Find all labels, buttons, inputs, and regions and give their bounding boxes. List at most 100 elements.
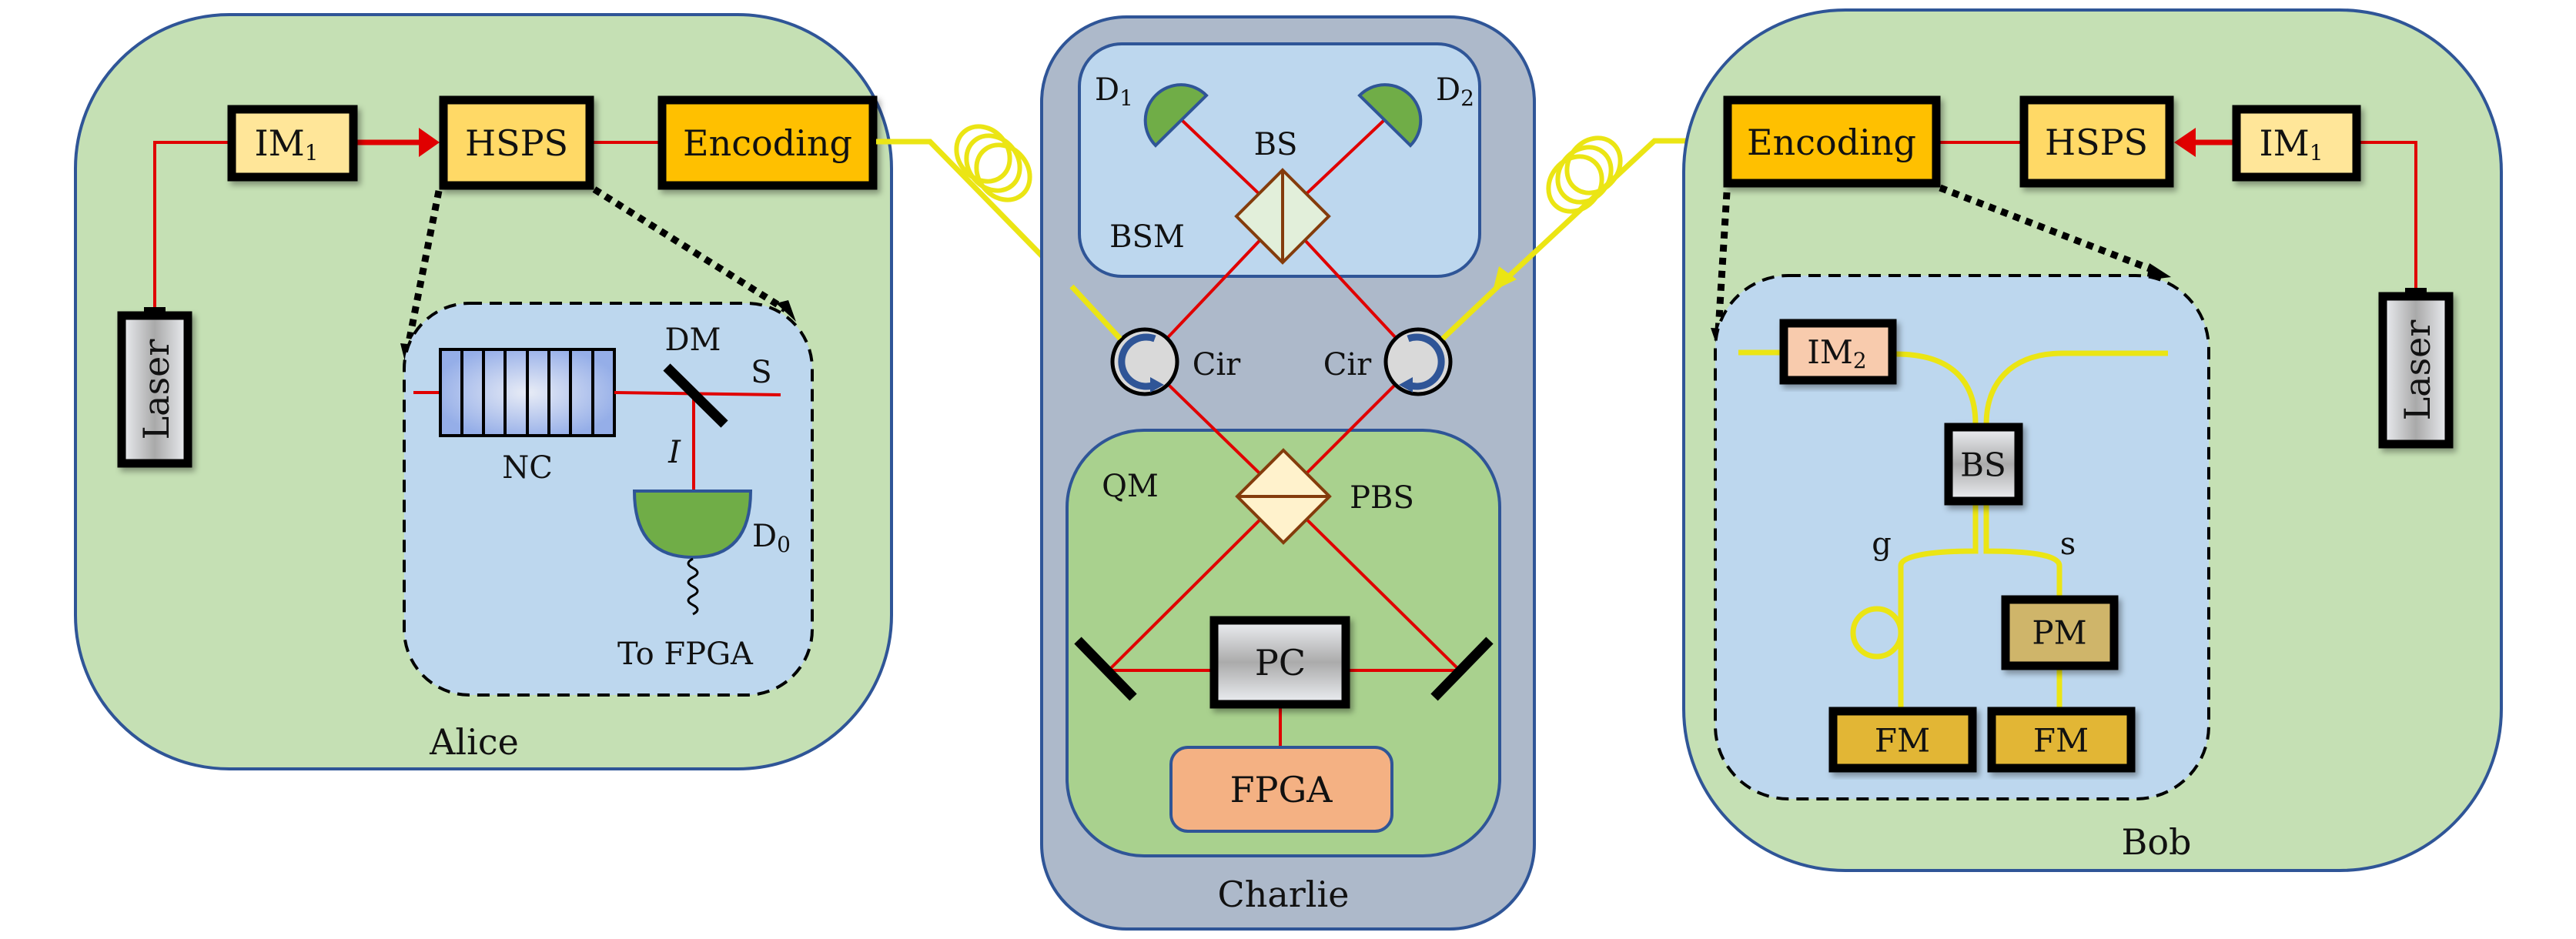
idler-label: I [667, 435, 681, 470]
charlie-title: Charlie [1218, 874, 1350, 915]
bsm-beam-splitter[interactable] [1234, 168, 1331, 265]
signal-label: S [751, 355, 771, 390]
bob-fiber-arm-g [1898, 504, 1979, 707]
circulator-left-arrowhead-icon [1150, 377, 1164, 393]
arm-g-label: g [1872, 526, 1892, 562]
qm-title: QM [1102, 469, 1159, 504]
alice-hsps-box[interactable]: HSPS [439, 95, 594, 190]
bob-im2-box[interactable]: IM2 [1779, 319, 1897, 385]
bob-encoding-detail: IM2 BS g s PM FM FM [1714, 274, 2210, 800]
bob-fiber-arrow-icon [1493, 266, 1517, 291]
circulator-right-arrowhead-icon [1399, 377, 1413, 393]
bs-label: BS [1254, 127, 1298, 162]
charlie-panel: D1 D2 BS BSM QM PBS [1040, 15, 1536, 931]
alice-laser[interactable]: Laser [117, 307, 192, 468]
bob-im1-label: IM1 [2259, 122, 2323, 165]
bob-fiber-bs-out [1983, 350, 2168, 425]
bob-im2-label: IM2 [1807, 333, 1866, 373]
bob-im1-rect [2232, 105, 2361, 182]
arm-s-label: s [2060, 526, 2076, 562]
fiber-into-cir-right [1440, 284, 1500, 341]
bob-im2-rect [1779, 319, 1897, 385]
alice-encoding-label: Encoding [683, 122, 852, 164]
pbs-label: PBS [1350, 480, 1414, 516]
alice-fiber-spool-icon [954, 124, 1032, 202]
circulator-right-label: Cir [1323, 347, 1372, 383]
alice-im1-box[interactable]: IM1 [227, 105, 358, 182]
d0-label: D0 [752, 519, 791, 557]
detector-d0[interactable] [632, 490, 753, 560]
fpga-label: FPGA [1230, 769, 1333, 810]
qm-mirror-right[interactable] [1430, 637, 1494, 701]
qm-mirror-left[interactable] [1074, 637, 1137, 701]
d2-label: D2 [1436, 72, 1474, 111]
bob-fiber-spool-icon [1546, 135, 1623, 214]
bob-fiber-arm-s [1983, 504, 2062, 596]
alice-title: Alice [429, 721, 519, 763]
laser-terminal [144, 307, 166, 315]
bob-fm-left-label: FM [1875, 722, 1930, 760]
alice-hsps-detail: NC DM S I D0 To FPGA [403, 302, 814, 697]
fpga-box[interactable]: FPGA [1169, 746, 1393, 833]
bob-fm-left-box[interactable]: FM [1828, 707, 1977, 773]
pc-label: PC [1255, 642, 1306, 683]
detector-d2[interactable] [1357, 83, 1423, 148]
dm-label: DM [664, 322, 721, 358]
laser-body [117, 311, 192, 468]
bob-encoding-box[interactable]: Encoding [1723, 95, 1941, 188]
nonlinear-crystal[interactable] [439, 348, 616, 437]
alice-hsps-rect [439, 95, 594, 190]
circulator-left[interactable] [1110, 327, 1179, 396]
alice-zoom-arrow-left [404, 190, 443, 347]
bob-encoding-label: Encoding [1747, 122, 1916, 163]
signal-wire [687, 557, 699, 616]
bob-fm-right-box[interactable]: FM [1987, 707, 2136, 773]
fiber-into-cir-left [1069, 284, 1122, 341]
alice-zoom-arrow-right [592, 186, 788, 312]
detector-d1[interactable] [1143, 83, 1209, 148]
alice-panel: Laser IM1 HSPS Encoding [74, 13, 893, 770]
alice-im1-rect [227, 105, 358, 182]
bob-hsps-box[interactable]: HSPS [2019, 95, 2174, 188]
delay-loop-icon [1850, 606, 1904, 660]
dichroic-mirror[interactable] [663, 363, 728, 428]
bob-hsps-rect [2019, 95, 2174, 188]
bob-laser-label: Laser [2397, 320, 2438, 421]
bob-im1-box[interactable]: IM1 [2232, 105, 2361, 182]
circulator-right-rotate-icon [1407, 333, 1445, 390]
bob-panel: Laser IM1 HSPS Encoding [1682, 8, 2503, 872]
bob-pm-label: PM [2032, 614, 2086, 652]
laser-body [2378, 292, 2454, 449]
pbs[interactable] [1235, 448, 1332, 545]
bob-pm-rect [2001, 595, 2119, 670]
circulator-left-label: Cir [1193, 347, 1241, 383]
bob-title: Bob [2122, 821, 2192, 863]
circulator-left-rotate-icon [1118, 333, 1156, 390]
circulator-right[interactable] [1383, 327, 1453, 396]
alice-arrow-icon [419, 128, 440, 157]
alice-hsps-label: HSPS [465, 122, 568, 164]
bsm-module: D1 D2 BS BSM [1078, 42, 1481, 278]
bob-encoding-rect [1723, 95, 1941, 188]
pc-box[interactable]: PC [1209, 616, 1350, 709]
bob-laser[interactable]: Laser [2378, 288, 2454, 449]
alice-encoding-rect [657, 95, 878, 190]
bob-bs-label: BS [1960, 446, 2006, 484]
bsm-title: BSM [1109, 219, 1185, 255]
bob-fm-right-rect [1987, 707, 2136, 773]
bob-laser-beam [2360, 141, 2417, 292]
nc-label: NC [502, 450, 553, 486]
to-fpga-label: To FPGA [617, 637, 754, 672]
bob-bs-rect [1944, 423, 2023, 506]
bob-fm-right-label: FM [2033, 722, 2089, 760]
alice-fiber [876, 139, 1074, 289]
alice-encoding-box[interactable]: Encoding [657, 95, 878, 190]
pc-rect [1209, 616, 1350, 709]
bob-hsps-label: HSPS [2045, 122, 2148, 163]
alice-laser-beam [153, 141, 228, 312]
bob-pm-box[interactable]: PM [2001, 595, 2119, 670]
bob-fm-left-rect [1828, 707, 1977, 773]
bob-bs-box[interactable]: BS [1944, 423, 2023, 506]
laser-terminal [2405, 288, 2427, 296]
bob-fiber-im2-to-bs [1895, 351, 1979, 425]
